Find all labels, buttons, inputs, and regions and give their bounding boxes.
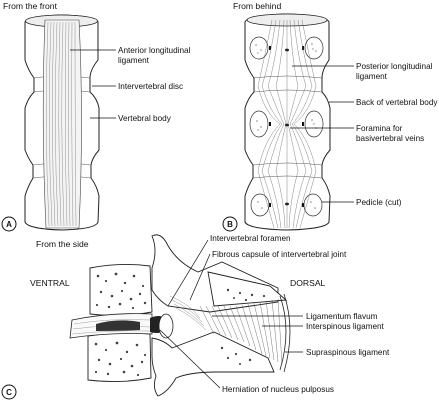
label-back-vertebral-body: Back of vertebral body [356,98,438,107]
label-fibrous-capsule: Fibrous capsule of intervertebral joint [212,250,347,259]
spine-side-drawing [69,234,291,397]
label-pedicle-cut: Pedicle (cut) [356,198,402,207]
label-foramina-line2: basivertebral veins [356,134,424,143]
spine-back-drawing [244,13,331,231]
label-dorsal: DORSAL [290,278,326,288]
label-vertebral-body: Vertebral body [118,114,172,123]
panel-b-view-label: From behind [233,1,281,11]
vertebral-column-back [244,13,331,231]
lower-vertebral-body [87,332,152,383]
panel-b-badge: B [227,220,233,229]
label-supraspinous-ligament: Supraspinous ligament [306,348,390,357]
label-ligamentum-flavum: Ligamentum flavum [306,312,378,321]
upper-vertebral-body [89,263,153,317]
label-posterior-ligament-line2: ligament [356,72,388,81]
panel-c-badge-circle [1,384,17,400]
label-anterior-ligament-line1: Anterior longitudinal [118,46,191,55]
panel-c-badge: C [6,388,12,397]
label-ventral: VENTRAL [30,278,70,288]
label-intervertebral-disc: Intervertebral disc [118,82,183,91]
lower-posterior-arch [151,331,275,397]
label-herniation: Herniation of nucleus pulposus [222,385,334,394]
spine-front-drawing [24,14,100,231]
panel-a: From the front [1,1,191,232]
label-interspinous-ligament: Interspinous ligament [306,322,385,331]
panel-a-badge: A [6,220,12,229]
panel-b-badge-circle [222,216,238,232]
label-posterior-ligament-line1: Posterior longitudinal [356,62,433,71]
panel-a-view-label: From the front [3,1,58,11]
label-anterior-ligament-line2: ligament [118,56,150,65]
panel-b: From behind [222,1,438,232]
label-foramina-line1: Foramina for [356,124,403,133]
panel-c-view-label: From the side [36,239,89,249]
panel-a-badge-circle [1,216,17,232]
label-intervertebral-foramen: Intervertebral foramen [210,234,291,243]
panel-c: From the side VENTRAL DORSAL [1,234,390,400]
intervertebral-foramen [158,313,174,339]
